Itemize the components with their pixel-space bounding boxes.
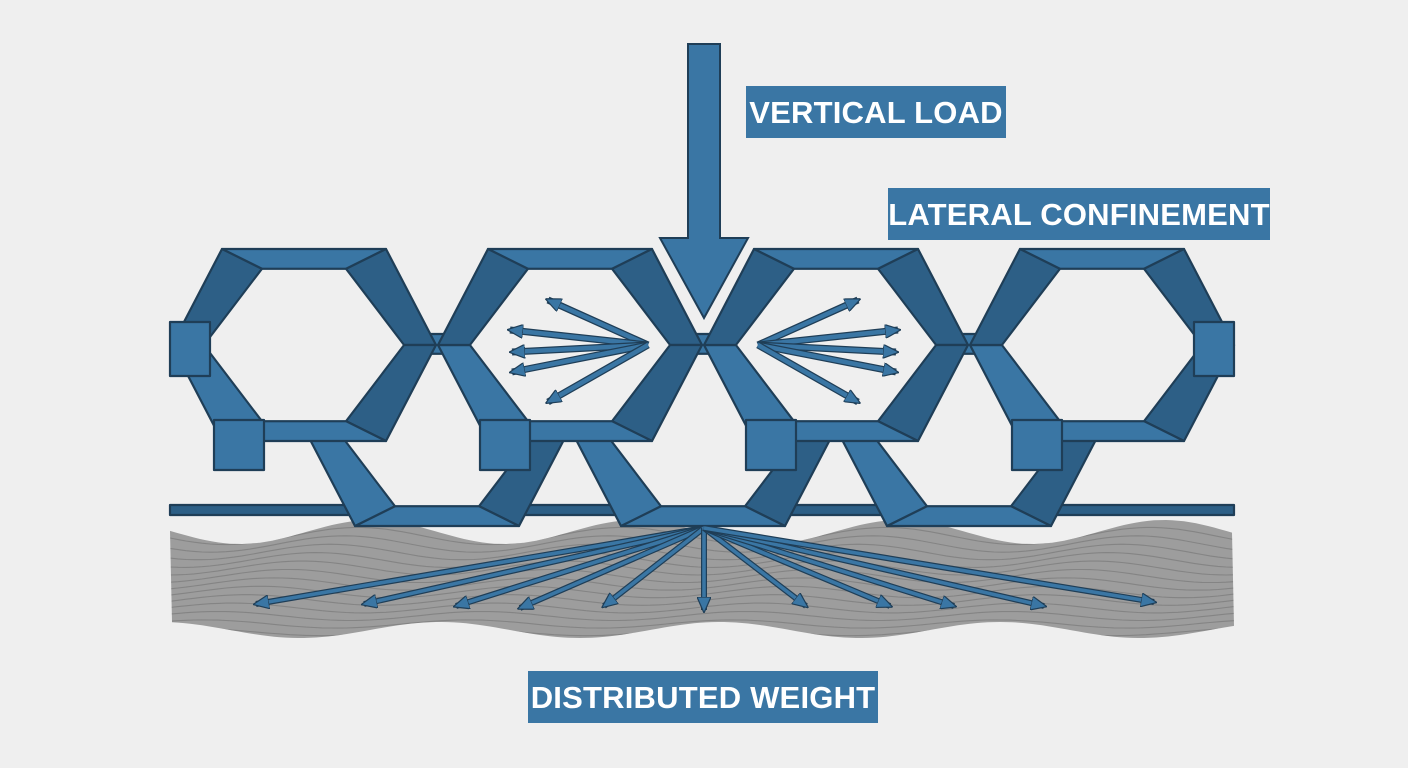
confinement-arrow: [757, 341, 896, 372]
cell-opening: [468, 267, 672, 423]
distribution-arrow: [703, 525, 1044, 606]
geocell-honeycomb: [168, 247, 1236, 528]
soil-line: [170, 645, 1234, 651]
geocell-upper-2: [436, 247, 704, 443]
distributed-weight-arrows: [256, 525, 1154, 611]
soil-line: [170, 610, 1234, 622]
cell-joint: [212, 418, 266, 472]
geocell-upper-1: [170, 247, 438, 443]
confinement-arrow: [756, 296, 858, 349]
distribution-arrow: [604, 525, 706, 606]
soil-line: [170, 619, 1234, 629]
vertical-load-arrow-icon: [658, 43, 750, 321]
distribution-arrow: [456, 525, 705, 606]
geocell-upper-3: [702, 247, 970, 443]
distributed-weight-label: DISTRIBUTED WEIGHT: [528, 671, 878, 723]
soil-line: [170, 636, 1234, 638]
cell-opening: [734, 267, 938, 423]
lateral-confinement-label: LATERAL CONFINEMENT: [888, 188, 1270, 240]
distribution-arrow: [702, 525, 890, 609]
cell-joint: [744, 418, 798, 472]
distribution-arrow: [703, 525, 1154, 602]
cell-joint: [478, 418, 532, 472]
confinement-arrow: [756, 341, 858, 406]
cell-end-cap-left: [168, 320, 212, 378]
confinement-arrow: [548, 341, 650, 406]
cell-opening: [1000, 267, 1204, 423]
distribution-arrow: [364, 525, 705, 604]
confinement-arrow: [757, 330, 898, 349]
distribution-arrow: [256, 525, 705, 604]
distribution-arrow: [703, 525, 954, 606]
confinement-arrow: [512, 341, 649, 372]
confinement-arrow: [510, 330, 649, 349]
cell-joint: [1010, 418, 1064, 472]
lateral-confinement-arrows: [510, 296, 898, 406]
confinement-arrow: [548, 296, 650, 349]
cell-end-cap-right: [1192, 320, 1236, 378]
distribution-arrow: [702, 525, 806, 606]
vertical-load-label: VERTICAL LOAD: [746, 86, 1006, 138]
distribution-arrow: [520, 525, 706, 611]
